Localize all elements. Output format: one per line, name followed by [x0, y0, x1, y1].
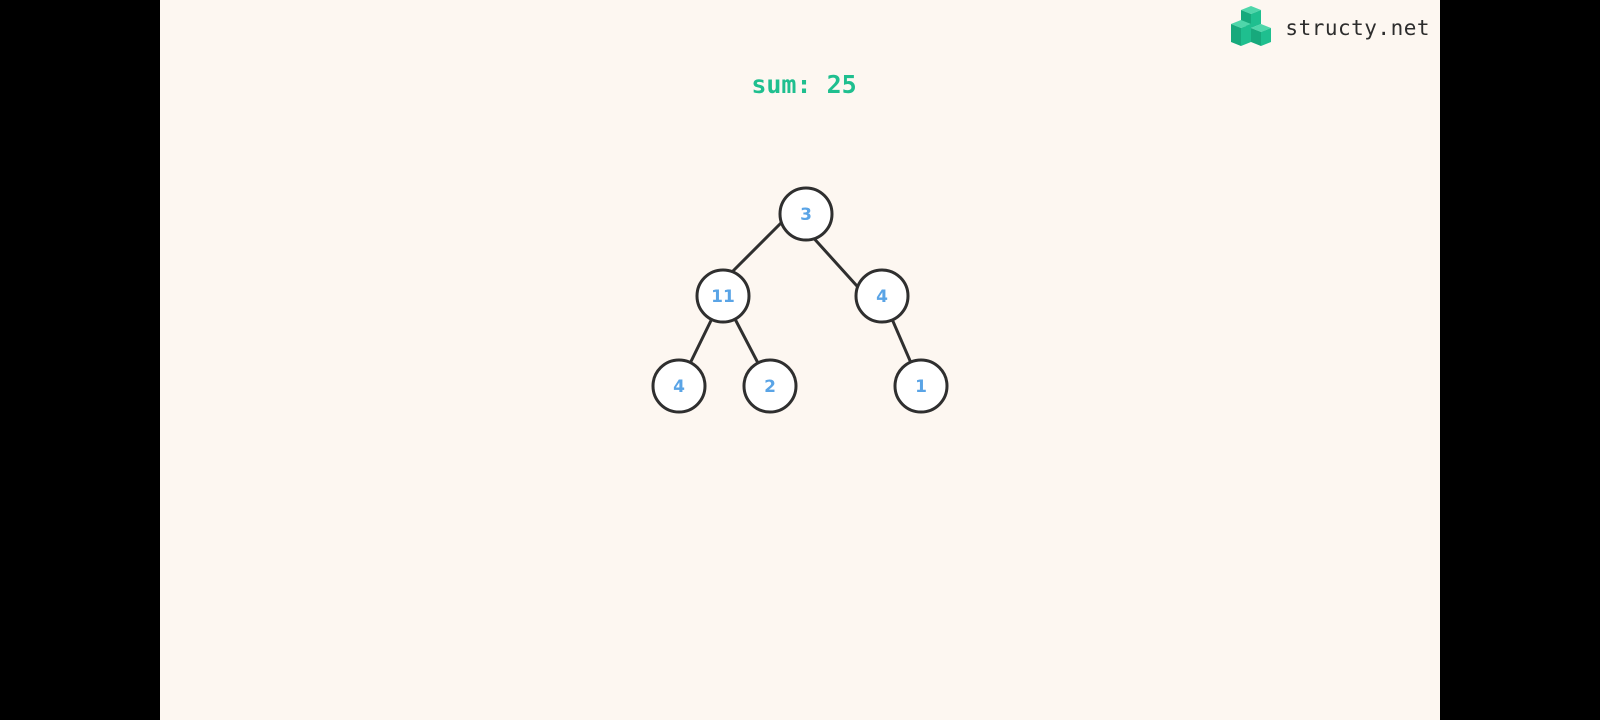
right-letterbox — [1440, 0, 1600, 720]
tree-node: 4 — [854, 268, 910, 324]
tree-node: 11 — [695, 268, 751, 324]
tree-node: 3 — [778, 186, 834, 242]
brand-name: structy.net — [1285, 16, 1430, 40]
tree-node: 1 — [893, 358, 949, 414]
tree-node-value: 4 — [673, 377, 685, 397]
tree-node-value: 3 — [800, 205, 812, 225]
tree-node: 2 — [742, 358, 798, 414]
structy-blocks-logo-icon — [1231, 6, 1272, 46]
tree-node: 4 — [651, 358, 707, 414]
tree-node-value: 4 — [876, 287, 888, 307]
tree-node-value: 2 — [764, 377, 776, 397]
tree-node-value: 1 — [915, 377, 927, 397]
binary-tree-diagram: 3 11 4 4 2 1 — [651, 186, 949, 414]
left-letterbox — [0, 0, 160, 720]
tree-node-value: 11 — [711, 287, 735, 307]
brand-watermark: structy.net — [1227, 6, 1430, 50]
video-frame: structy.net sum: 25 3 11 4 4 2 — [160, 0, 1440, 720]
sum-label: sum: 25 — [751, 70, 857, 99]
